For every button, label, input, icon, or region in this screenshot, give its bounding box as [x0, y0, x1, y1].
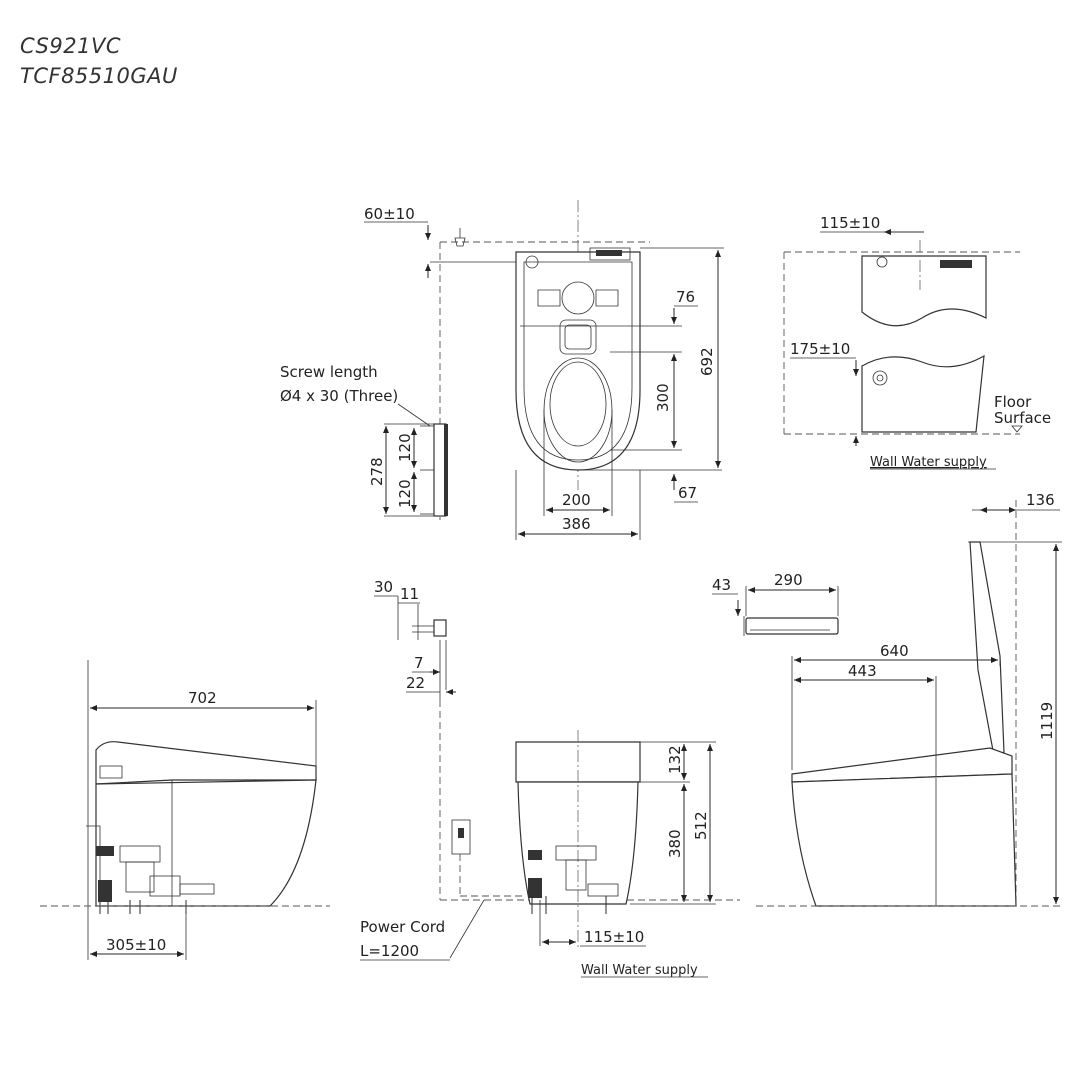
- dim-30: 30: [374, 578, 393, 596]
- dim-7: 7: [414, 654, 424, 672]
- dim-443: 443: [848, 662, 877, 680]
- dim-120-top: 120: [396, 433, 414, 462]
- dim-136: 136: [1026, 491, 1055, 509]
- wall-supply-view: 115±10 175±10 Floor Surface Wall Water s…: [783, 214, 1051, 470]
- dim-60: 60±10: [364, 205, 415, 223]
- dim-120-bottom: 120: [396, 479, 414, 508]
- dim-22: 22: [406, 674, 425, 692]
- dim-76: 76: [676, 288, 695, 306]
- screw-length-label: Screw length: [280, 363, 378, 381]
- model-number-1: CS921VC: [20, 34, 121, 58]
- surface-label: Surface: [994, 409, 1051, 427]
- dim-175: 175±10: [790, 340, 850, 358]
- dim-11: 11: [400, 585, 419, 603]
- mounting-plate: Screw length Ø4 x 30 (Three) 120 120 278: [280, 363, 448, 517]
- model-number-2: TCF85510GAU: [20, 64, 178, 88]
- dim-115-bottom: 115±10: [584, 928, 644, 946]
- dim-640: 640: [880, 642, 909, 660]
- screw-size-label: Ø4 x 30 (Three): [280, 387, 398, 405]
- floor-label: Floor: [994, 393, 1032, 411]
- power-cord-label: Power Cord: [360, 918, 445, 936]
- dim-200: 200: [562, 491, 591, 509]
- dim-512: 512: [692, 811, 710, 840]
- dim-115-top: 115±10: [820, 214, 880, 232]
- side-elevation-left: 702 305±10: [40, 660, 330, 960]
- remote-control: 43 290: [712, 571, 839, 636]
- dim-132: 132: [666, 745, 684, 774]
- dim-67: 67: [678, 484, 697, 502]
- dim-290: 290: [774, 571, 803, 589]
- dim-300: 300: [654, 383, 672, 412]
- wall-water-supply-top: Wall Water supply: [870, 455, 987, 470]
- dim-380: 380: [666, 829, 684, 858]
- wall-water-supply-bottom: Wall Water supply: [581, 963, 698, 978]
- dim-278: 278: [368, 457, 386, 486]
- wall-bracket: 30 11 7 22: [374, 578, 456, 700]
- dim-702: 702: [188, 689, 217, 707]
- side-elevation-right: 136 1119 640 443: [756, 491, 1062, 907]
- screw-icon: [454, 237, 466, 247]
- dim-692: 692: [698, 347, 716, 376]
- front-elevation: 132 380 512 115±10 Wall Water supply Pow…: [360, 700, 740, 978]
- dim-386: 386: [562, 515, 591, 533]
- power-outlet-icon: [451, 819, 471, 855]
- power-cord-length: L=1200: [360, 942, 419, 960]
- plan-view: 60±10 76 300 692 67 200 386: [364, 200, 724, 540]
- dim-43: 43: [712, 576, 731, 594]
- dim-1119: 1119: [1038, 702, 1056, 740]
- dim-305: 305±10: [106, 936, 166, 954]
